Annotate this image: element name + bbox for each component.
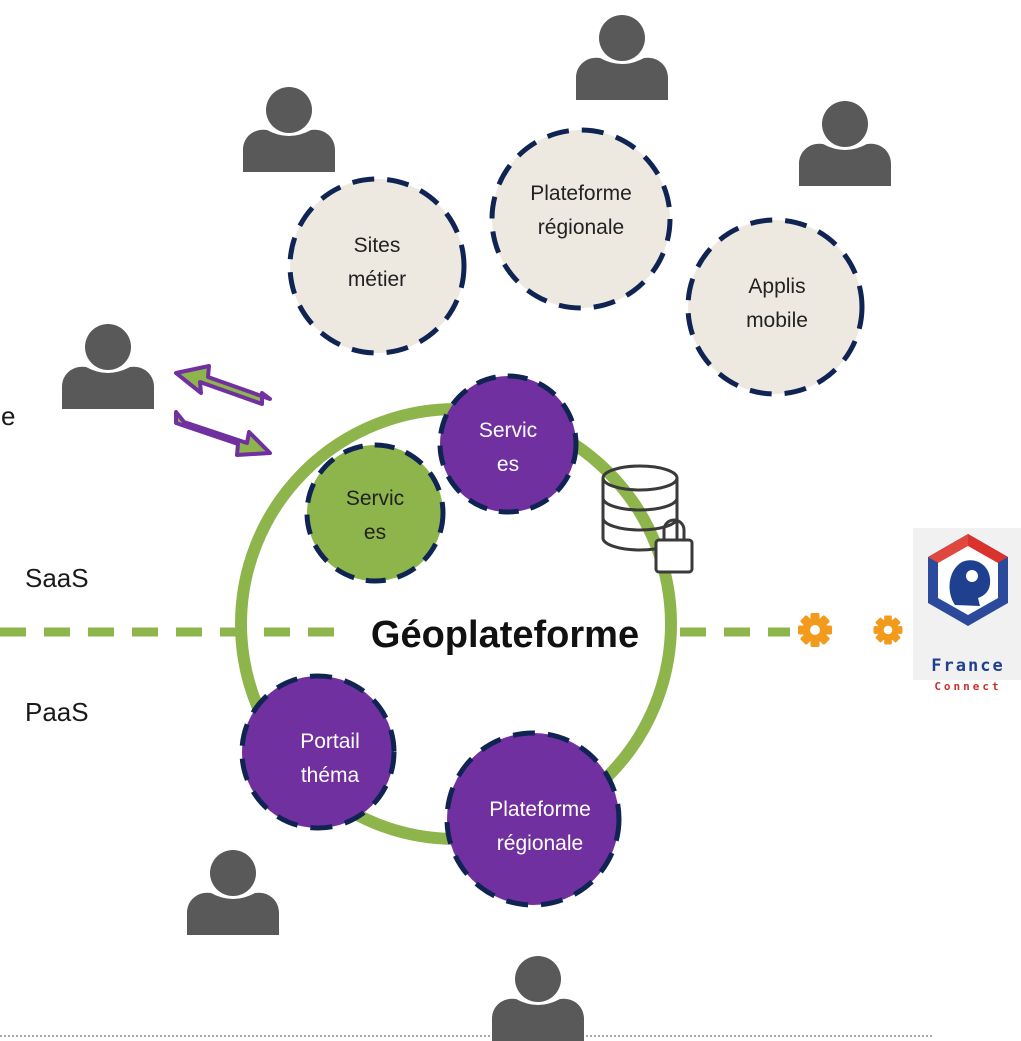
outer-node-label: mobile — [746, 309, 808, 332]
outer-node-sites-metier: Sites métier — [287, 176, 467, 356]
database-lock-icon — [601, 464, 694, 574]
gear-icon — [873, 615, 903, 645]
user-icon — [799, 101, 891, 186]
service-node-green: Servic es — [304, 442, 446, 584]
service-label: Servic — [479, 419, 537, 442]
outer-node-label: Sites — [354, 234, 401, 257]
geoplateforme-title: Géoplateforme — [371, 614, 639, 656]
paas-node-label: théma — [301, 764, 360, 787]
service-node-purple: Servic es — [437, 373, 579, 515]
gear-icon — [798, 613, 832, 647]
outer-node-label: métier — [348, 268, 406, 291]
user-icon — [62, 324, 154, 409]
franceconnect-line1: France — [931, 656, 1004, 676]
outer-node-label: Applis — [748, 275, 805, 298]
paas-node-label: Plateforme — [489, 798, 591, 821]
user-icon — [576, 15, 668, 100]
franceconnect-logo: France Connect — [913, 528, 1021, 693]
paas-node-label: Portail — [300, 730, 360, 753]
exchange-arrows-icon — [174, 364, 272, 457]
user-icon — [243, 87, 335, 172]
outer-node-label: Plateforme — [530, 182, 632, 205]
paas-label: PaaS — [25, 697, 89, 727]
outer-node-plateforme-regionale: Plateforme régionale — [489, 127, 673, 311]
service-label: Servic — [346, 487, 404, 510]
paas-node-portail-thema: Portail théma — [239, 673, 397, 831]
user-icon — [492, 956, 584, 1041]
paas-node-plateforme-regionale: Plateforme régionale — [444, 730, 622, 908]
franceconnect-line2: Connect — [934, 680, 1001, 693]
service-label: es — [497, 453, 519, 476]
service-label: es — [364, 521, 386, 544]
outer-node-applis-mobile: Applis mobile — [685, 217, 865, 397]
outer-node-label: régionale — [538, 216, 624, 239]
paas-node-label: régionale — [497, 832, 583, 855]
user-icon — [187, 850, 279, 935]
clipped-text-fragment: e — [1, 401, 15, 431]
saas-label: SaaS — [25, 563, 89, 593]
